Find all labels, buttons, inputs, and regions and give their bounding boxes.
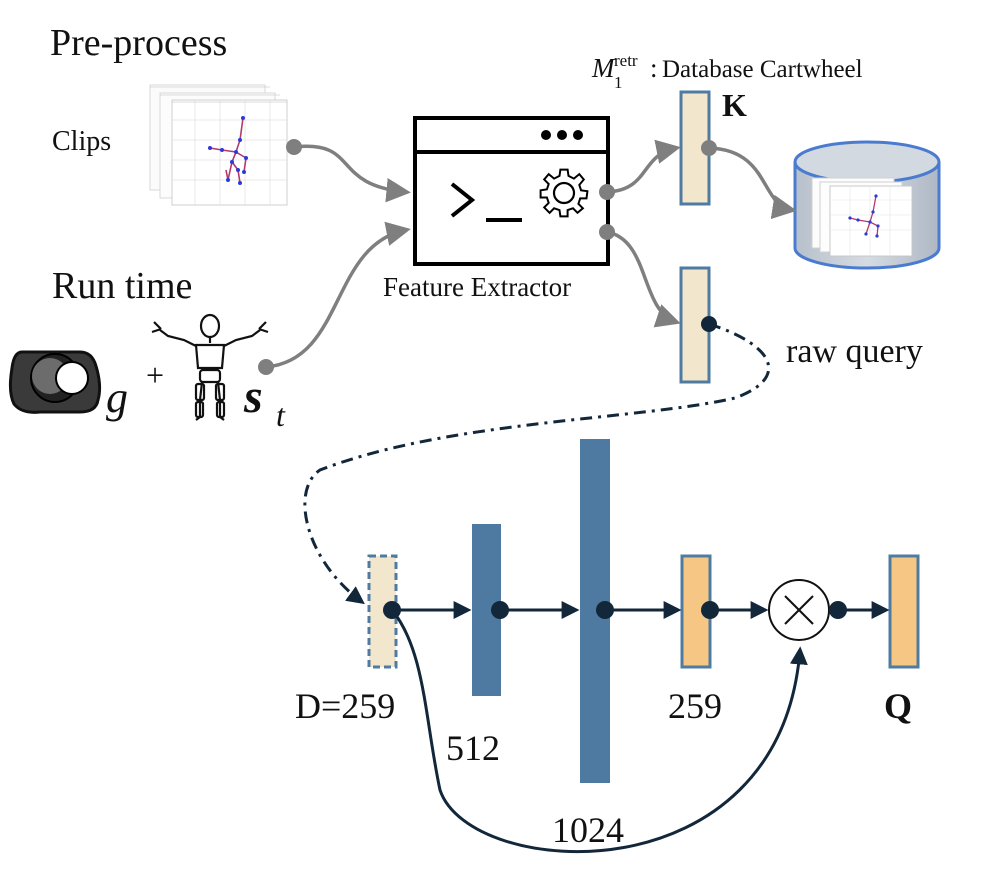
network-nodes	[383, 601, 847, 619]
memory-superscript: retr	[614, 51, 638, 70]
skip-connection-arrow	[390, 609, 808, 853]
layer-label-output: 259	[668, 686, 722, 726]
state-symbol: s	[243, 370, 263, 423]
grey-nodes	[258, 139, 717, 375]
arrow-extractor-to-key	[606, 139, 681, 194]
database-name: Database Cartwheel	[662, 56, 863, 83]
raw-query-label: raw query	[786, 333, 923, 370]
memory-symbol: M	[591, 53, 616, 83]
multiply-circle-icon	[768, 579, 830, 641]
clips-thumbnail-stack	[149, 84, 288, 206]
preprocess-title: Pre-process	[50, 22, 227, 64]
key-vector	[679, 90, 711, 206]
arrow-runtime-to-extractor	[265, 221, 411, 369]
gamepad-joystick-icon	[8, 350, 102, 414]
feature-extractor-label: Feature Extractor	[383, 272, 571, 302]
layer-label-input: D=259	[295, 686, 395, 726]
arrow-key-to-database	[708, 146, 797, 220]
memory-colon: :	[650, 53, 658, 83]
memory-label: M 1 retr : Database Cartwheel	[591, 51, 863, 92]
query-label: Q	[884, 686, 912, 726]
goal-symbol: g	[106, 373, 128, 422]
skeleton-joints	[208, 116, 248, 185]
arrow-clips-to-extractor	[293, 144, 411, 203]
grey-arrows	[265, 139, 797, 369]
key-label: K	[722, 87, 747, 123]
wooden-mannequin-icon	[151, 313, 269, 421]
state-subscript: t	[276, 397, 286, 433]
query-vector	[888, 554, 920, 669]
database-cylinder-icon	[793, 140, 941, 270]
clips-label: Clips	[52, 126, 111, 157]
layer-label-512: 512	[446, 728, 500, 768]
plus-sign: +	[146, 357, 164, 393]
raw-query-to-network-arrow	[303, 322, 770, 605]
memory-subscript: 1	[614, 73, 623, 92]
run-time-title: Run time	[52, 265, 192, 307]
terminal-gear-icon	[413, 116, 610, 266]
layer-label-1024: 1024	[552, 810, 624, 850]
arrow-extractor-to-query	[606, 230, 681, 328]
raw-query-node	[701, 316, 717, 332]
